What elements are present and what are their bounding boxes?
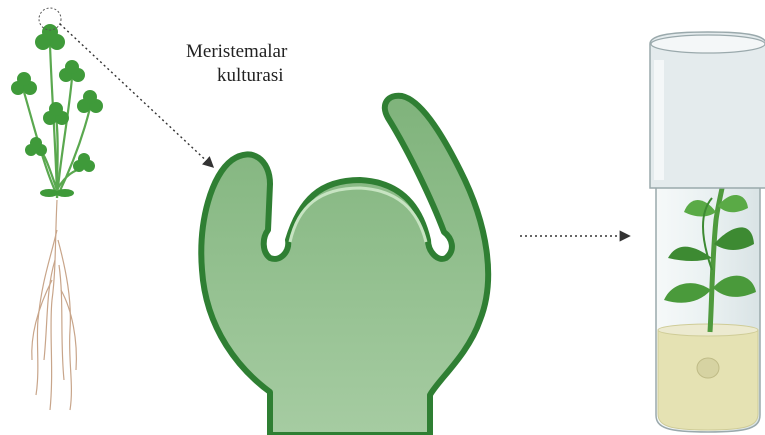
label-line-2: kulturasi xyxy=(186,64,287,88)
tube-cap xyxy=(650,32,765,188)
test-tube-plantlet-icon xyxy=(650,32,765,432)
clover-plant-icon xyxy=(11,8,103,410)
root-system xyxy=(32,200,77,410)
culture-medium xyxy=(658,330,758,430)
label-line-1: Meristemalar xyxy=(186,40,287,64)
meristem-culture-label: Meristemalar kulturasi xyxy=(186,40,287,88)
explant-in-medium xyxy=(697,358,719,378)
shoot-apical-meristem-icon xyxy=(201,96,488,435)
